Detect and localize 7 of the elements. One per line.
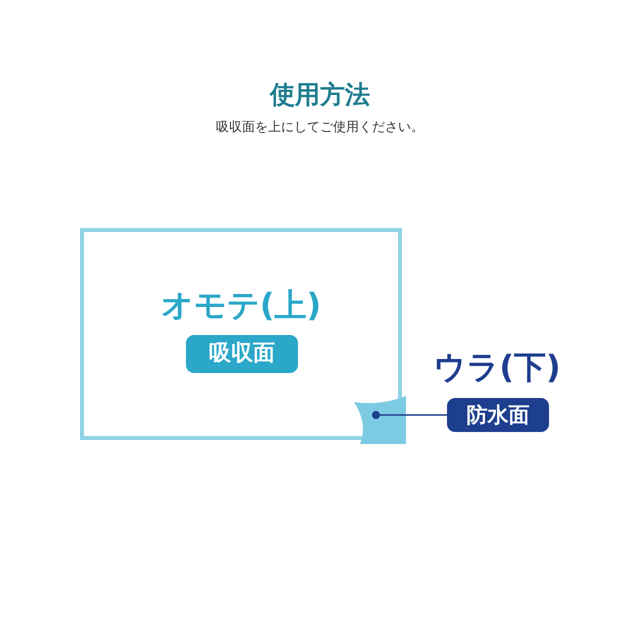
heading: オモテ(上) <box>160 285 322 326</box>
leader-line <box>372 411 447 419</box>
surface-badge: 吸収面 <box>186 335 298 373</box>
title: 使用方法 <box>270 80 370 109</box>
caption: 吸収面を上にしてご使用ください。 <box>216 120 424 135</box>
surface-badge: 防水面 <box>447 398 549 432</box>
heading: ウラ(下) <box>432 347 562 388</box>
